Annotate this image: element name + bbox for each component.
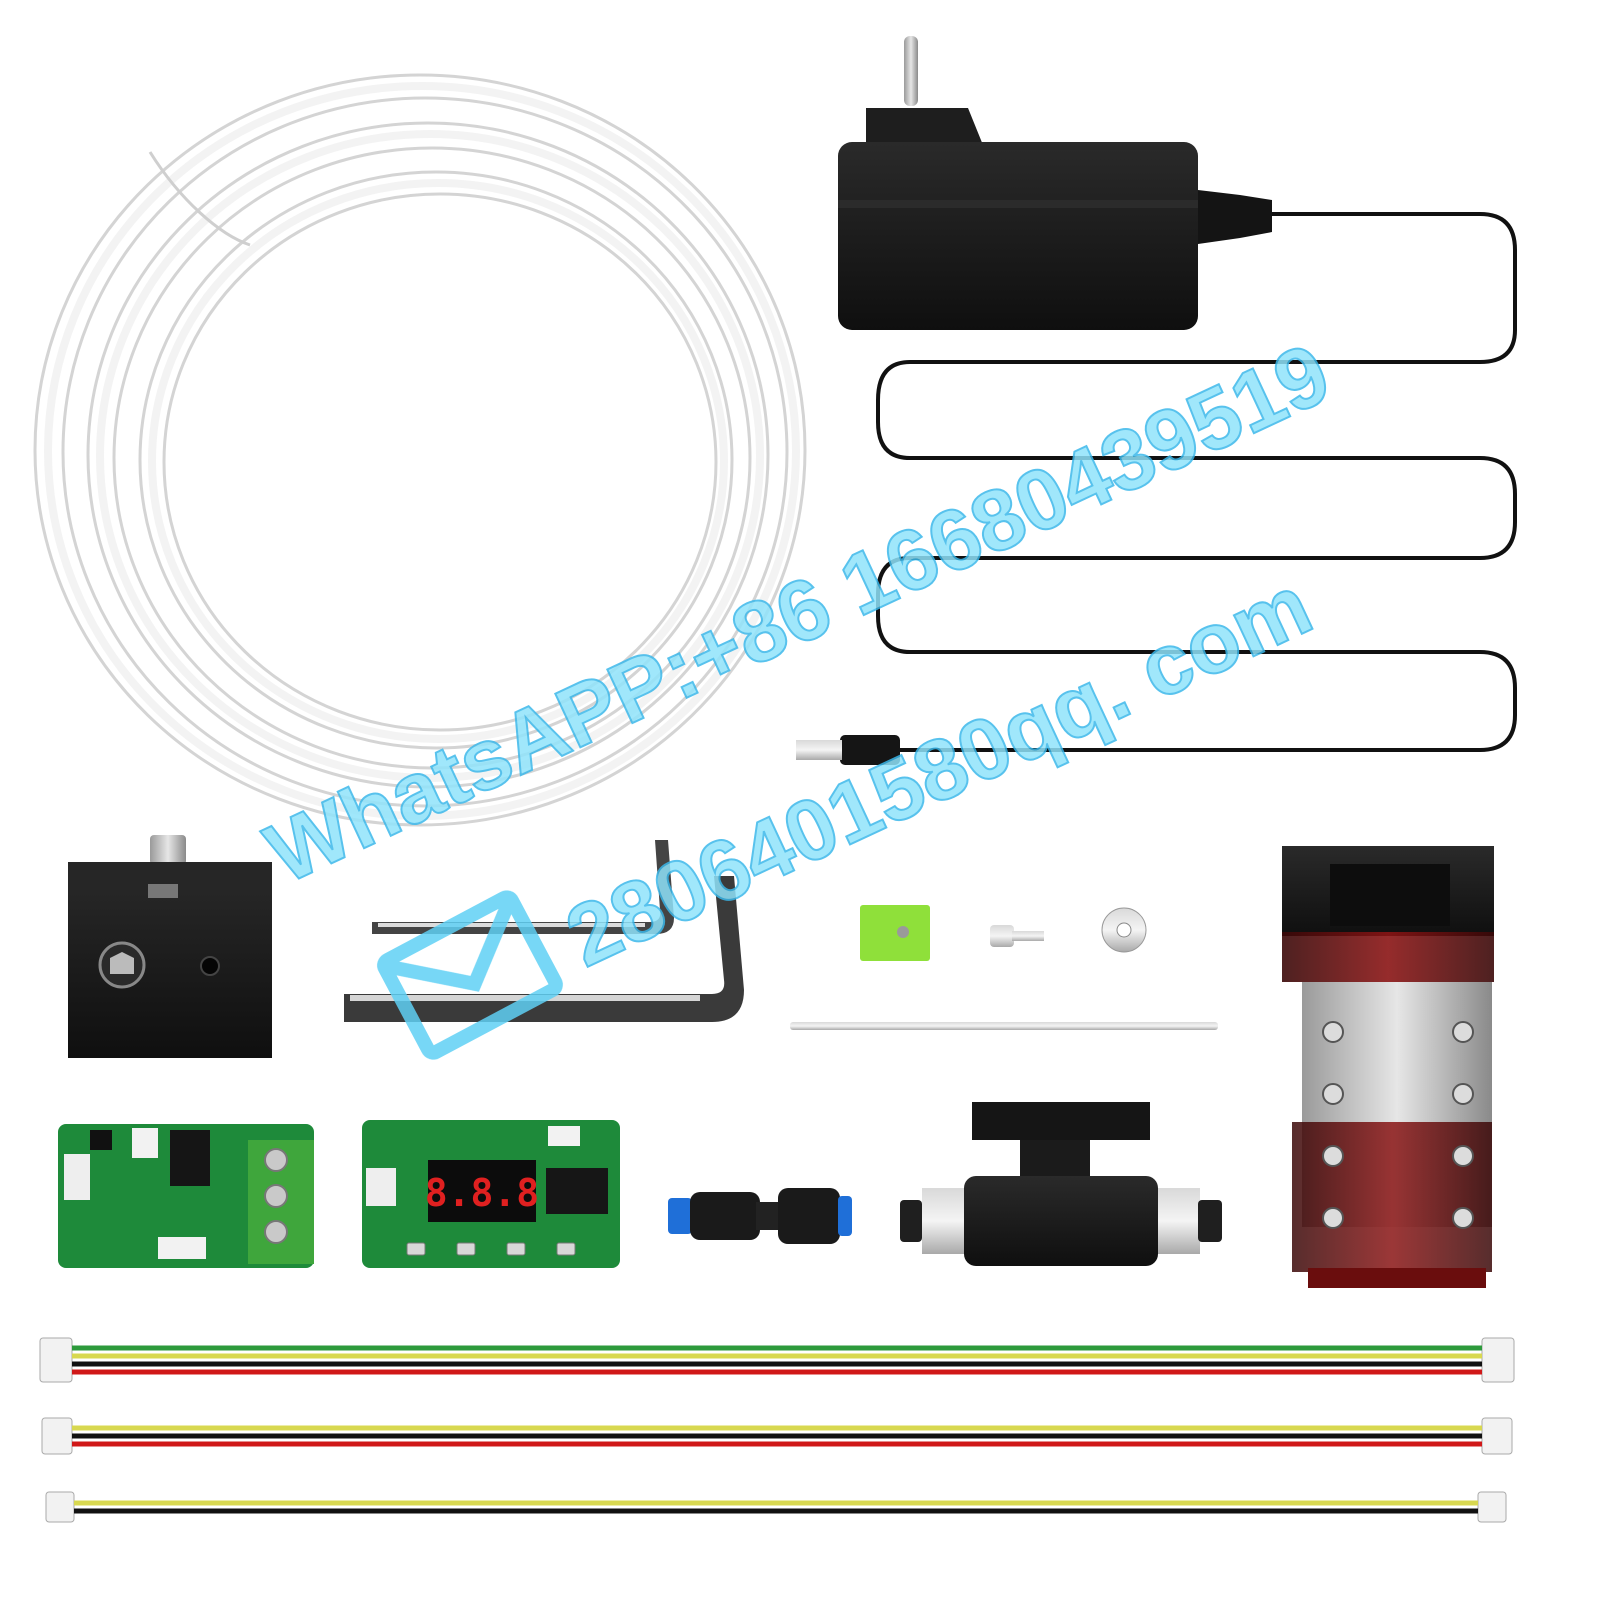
washer [1101,907,1147,953]
mail-icon [377,890,563,1060]
display-controller-pcb: 8.8.8 [362,1120,620,1268]
ball-valve [900,1102,1222,1266]
power-pcb [58,1124,314,1268]
wire-harness-3 [45,1491,1507,1523]
wire-harness-1 [39,1337,1515,1383]
spacer-block [860,905,930,961]
air-assist-nozzle [68,835,272,1058]
clear-air-tube [33,73,807,827]
laser-module [1282,846,1494,1288]
screw [990,925,1044,947]
display-readout: 8.8.8 [425,1171,539,1215]
power-adapter [796,36,1517,765]
push-fit-connector [668,1188,852,1244]
wire-harness-2 [41,1417,1513,1455]
steel-rod [790,1022,1218,1030]
